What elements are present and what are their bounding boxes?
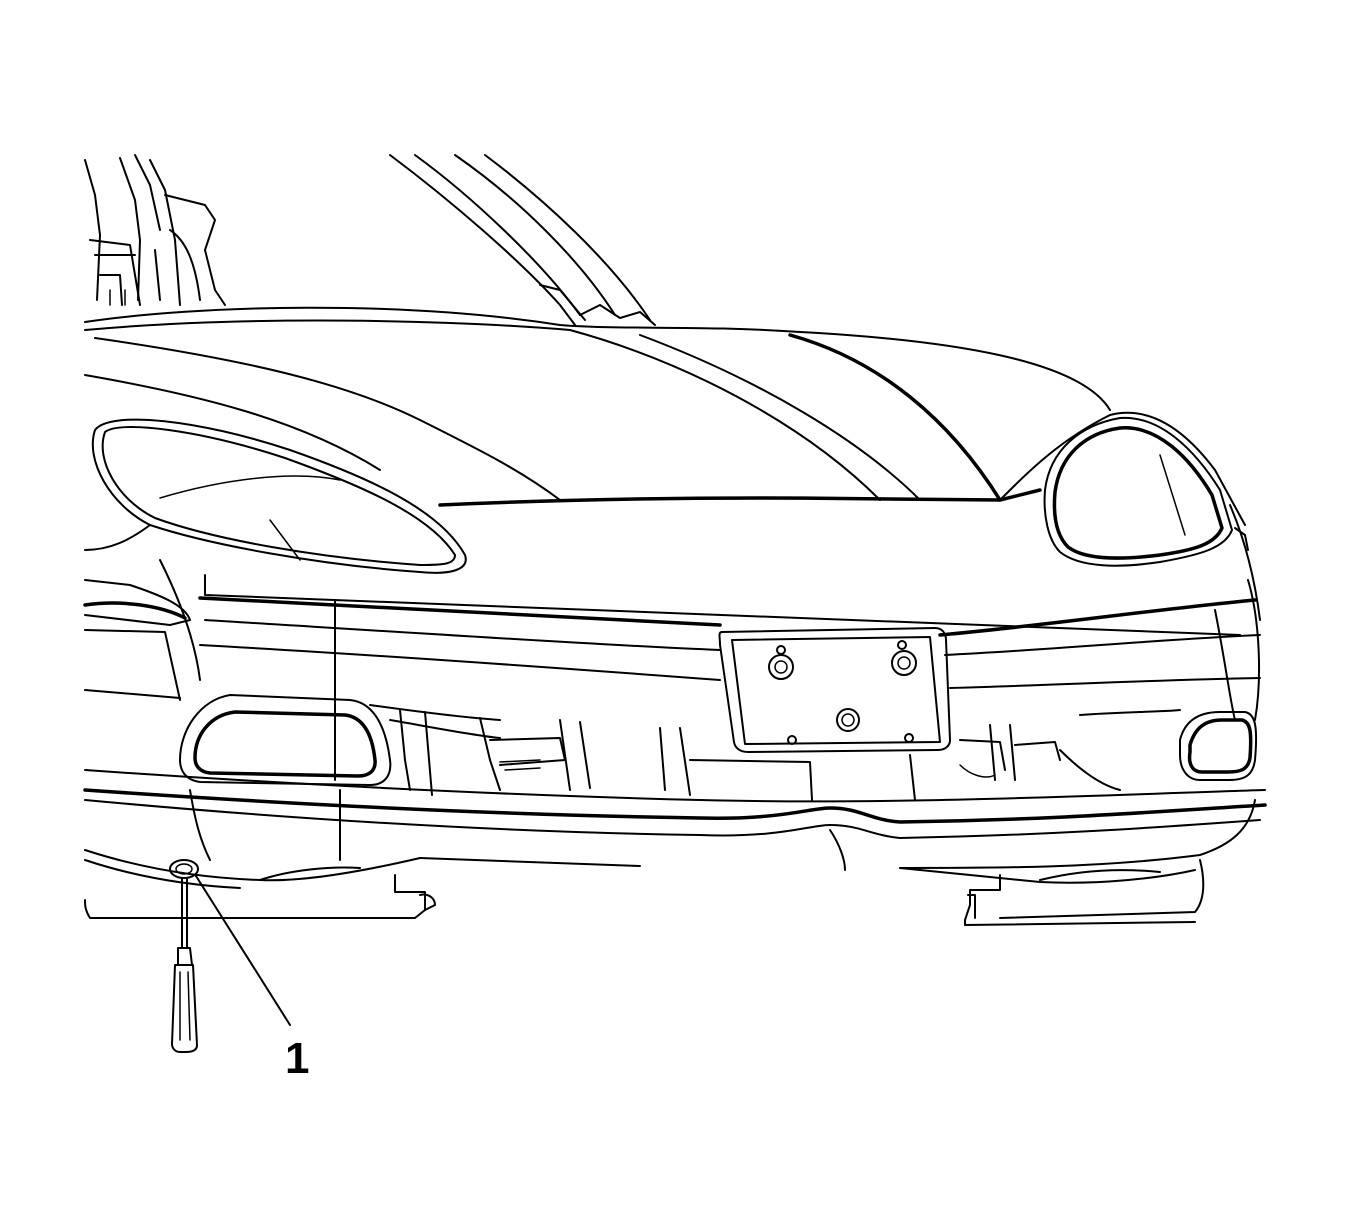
front-fascia	[198, 504, 1261, 781]
lower-bumper-lip	[83, 769, 1267, 919]
callout-number-1: 1	[285, 1034, 309, 1083]
license-plate-bracket	[718, 627, 951, 753]
callout-1: 1	[195, 875, 309, 1083]
windshield-lines	[389, 154, 656, 326]
engine-compartment-detail	[84, 154, 226, 306]
screwdriver-icon	[171, 877, 198, 1053]
hood	[84, 306, 1246, 526]
lower-grille-opening	[179, 694, 1258, 801]
left-underbody-shield	[84, 849, 641, 919]
right-underbody-shield	[899, 867, 1196, 926]
left-fender	[83, 559, 201, 701]
fascia-fastener	[169, 859, 199, 879]
left-headlamp	[84, 418, 467, 574]
right-headlamp	[1043, 416, 1249, 567]
